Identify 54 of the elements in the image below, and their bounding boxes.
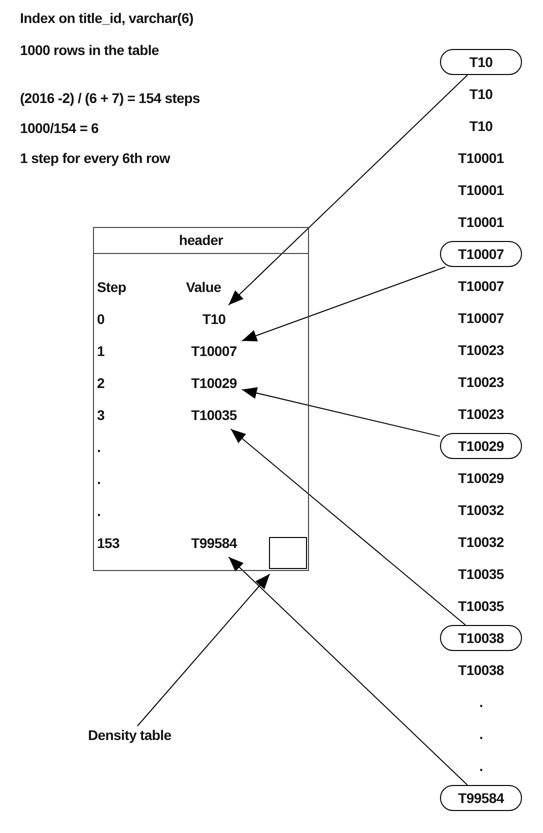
step-number: 1: [97, 342, 104, 360]
step-number: 0: [97, 310, 104, 328]
value-pill: T10029: [440, 433, 522, 459]
arrow: [136, 574, 270, 726]
ellipsis-dot: .: [479, 725, 483, 743]
note-text: Index on title_id, varchar(6): [20, 9, 194, 27]
index-value: T10001: [458, 181, 504, 199]
index-value: T10: [469, 85, 493, 103]
note-text: 1000/154 = 6: [20, 119, 99, 137]
ellipsis-dot: .: [97, 470, 101, 488]
ellipsis-dot: .: [479, 693, 483, 711]
index-value: T10029: [458, 469, 504, 487]
step-number: 2: [97, 374, 104, 392]
index-value: T10001: [458, 149, 504, 167]
index-value: T10007: [458, 277, 504, 295]
row-value: T10035: [191, 406, 237, 424]
index-value: T10032: [458, 533, 504, 551]
step-number: 153: [97, 534, 120, 552]
value-pill: T10: [440, 49, 522, 75]
ellipsis-dot: .: [479, 757, 483, 775]
arrow: [241, 266, 446, 342]
value-pill: T10038: [440, 625, 522, 651]
column-heading: Value: [186, 278, 222, 296]
arrow: [230, 428, 466, 626]
index-value: T10007: [458, 309, 504, 327]
index-value: T10032: [458, 501, 504, 519]
index-value: T10023: [458, 405, 504, 423]
note-text: 1000 rows in the table: [20, 41, 159, 59]
step-number: 3: [97, 406, 104, 424]
row-value: T10007: [191, 342, 237, 360]
index-value: T10023: [458, 341, 504, 359]
note-text: 1 step for every 6th row: [20, 149, 170, 167]
value-pill: T10007: [440, 241, 522, 267]
column-heading: Step: [97, 278, 126, 296]
row-value: T10: [202, 310, 226, 328]
index-value: T10038: [458, 661, 504, 679]
index-value: T10035: [458, 565, 504, 583]
ellipsis-dot: .: [97, 502, 101, 520]
arrow: [241, 387, 440, 437]
arrow: [228, 74, 468, 306]
row-value: T99584: [191, 534, 237, 552]
index-value: T10001: [458, 213, 504, 231]
arrow: [228, 556, 468, 786]
index-value: T10035: [458, 597, 504, 615]
note-text: (2016 -2) / (6 + 7) = 154 steps: [20, 89, 200, 107]
page-box: [93, 227, 309, 571]
callout-text: Density table: [88, 726, 172, 744]
row-value: T10029: [191, 374, 237, 392]
ellipsis-dot: .: [97, 438, 101, 456]
density-table-box: [269, 537, 307, 569]
index-value: T10023: [458, 373, 504, 391]
index-value: T10: [469, 117, 493, 135]
page-header: header: [94, 228, 308, 254]
value-pill: T99584: [440, 785, 522, 811]
